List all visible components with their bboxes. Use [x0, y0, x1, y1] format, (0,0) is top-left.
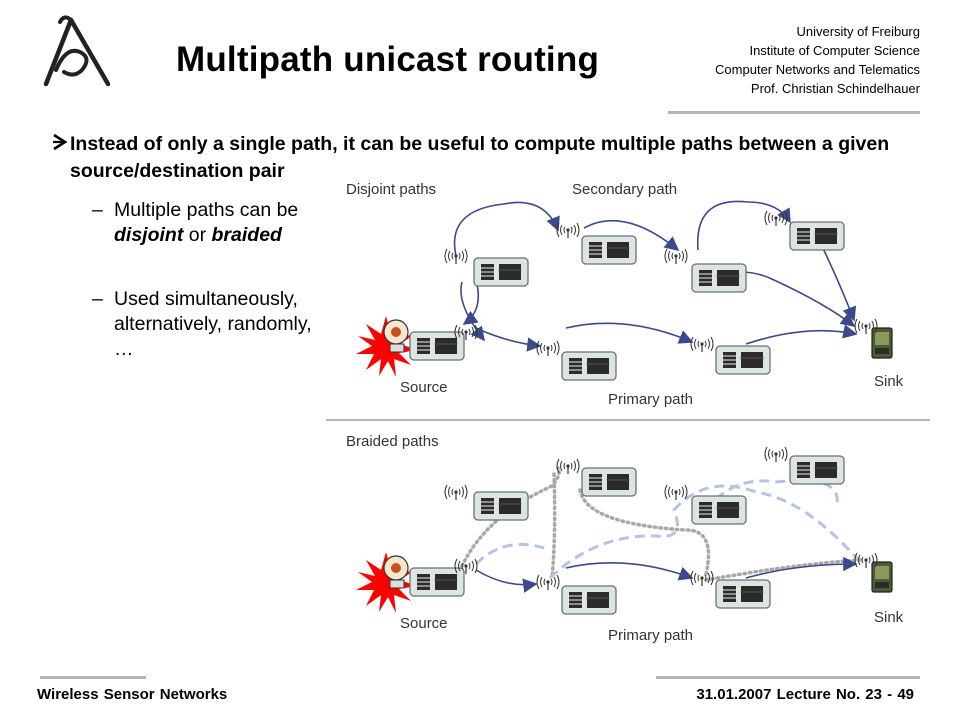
university-logo-icon [43, 15, 111, 87]
text-run: Multiple paths can be [114, 199, 299, 221]
braided-blue-dashed [474, 478, 862, 580]
routing-diagram: Disjoint paths Secondary path Source Pri… [326, 181, 930, 644]
main-bullet-text: Instead of only a single path, it can be… [70, 133, 890, 182]
secondary-path-label: Secondary path [572, 181, 677, 198]
affiliation-line: Computer Networks and Telematics [715, 62, 920, 77]
emphasis-disjoint: disjoint [114, 224, 184, 246]
sub-bullet-text: Used simultaneously, alternatively, rand… [114, 288, 312, 360]
braided-primary-path [475, 556, 858, 593]
braided-grey-dotted [460, 466, 862, 582]
sub-bullet: – Used simultaneously, alternatively, ra… [92, 287, 312, 362]
disjoint-paths-title: Disjoint paths [346, 181, 436, 198]
main-bullet: Instead of only a single path, it can be… [52, 131, 912, 185]
sub-bullet-text: Multiple paths can be disjoint or braide… [92, 198, 322, 248]
footer-date-lecture: 31.01.2007 Lecture No. 23 - 49 [696, 686, 914, 703]
affiliation-block: University of Freiburg Institute of Comp… [715, 22, 920, 98]
affiliation-line: University of Freiburg [796, 24, 920, 39]
sub-bullet: – Multiple paths can be disjoint or brai… [92, 198, 322, 248]
source-label: Source [400, 379, 448, 396]
footer-course: Wireless Sensor Networks [37, 686, 228, 703]
braided-paths-title: Braided paths [346, 433, 439, 450]
affiliation-line: Prof. Christian Schindelhauer [750, 81, 920, 96]
primary-path-label: Primary path [608, 627, 693, 644]
footer-divider-right [656, 676, 920, 679]
header-divider [668, 111, 920, 114]
emphasis-braided: braided [211, 224, 282, 246]
sink-label: Sink [874, 373, 904, 390]
text-run: or [183, 224, 212, 246]
affiliation-line: Institute of Computer Science [749, 43, 920, 58]
primary-path-label: Primary path [608, 391, 693, 408]
arrow-bullet-icon [52, 131, 68, 161]
sink-label: Sink [874, 609, 904, 626]
source-label: Source [400, 615, 448, 632]
footer-divider-left [40, 676, 146, 679]
dash-marker: – [92, 288, 103, 310]
dash-marker: – [92, 199, 103, 221]
slide-title: Multipath unicast routing [176, 40, 600, 79]
